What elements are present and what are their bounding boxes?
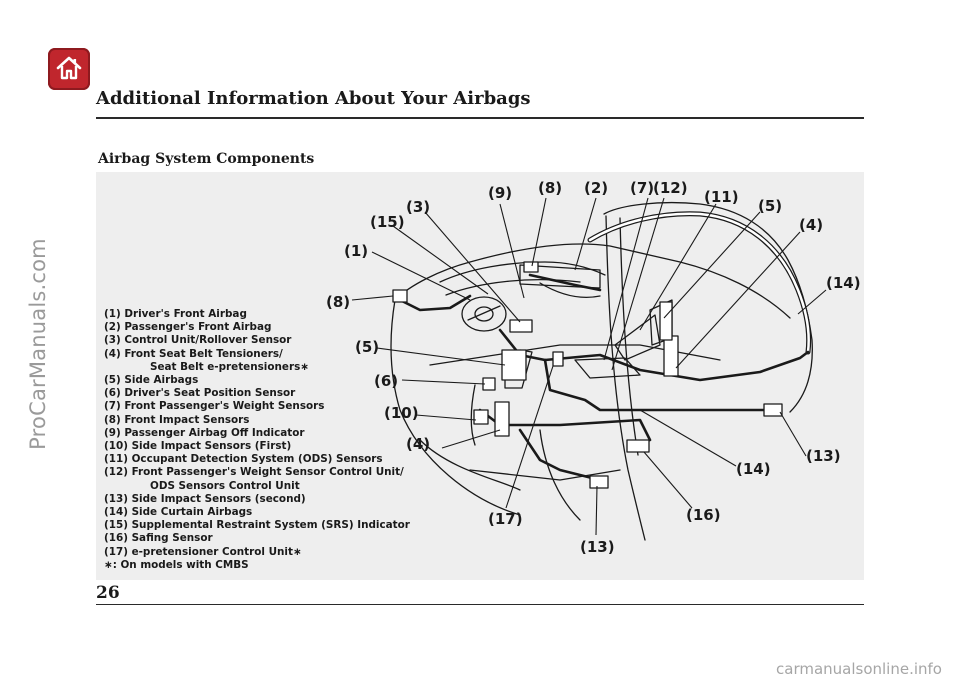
legend-item-5: (5) Side Airbags — [104, 374, 199, 387]
legend-item-14: (14) Side Curtain Airbags — [104, 506, 253, 519]
home-icon — [56, 56, 82, 80]
watermark-side: ProCarManuals.com — [26, 238, 50, 450]
legend-item-10: (10) Side Impact Sensors (First) — [104, 440, 292, 453]
legend-item-9: (9) Passenger Airbag Off Indicator — [104, 426, 305, 439]
legend-item-12: (12) Front Passenger's Weight Sensor Con… — [104, 466, 404, 492]
legend-footnote: ∗: On models with CMBS — [104, 558, 249, 571]
legend-item-3: (3) Control Unit/Rollover Sensor — [104, 334, 292, 347]
legend-item-4: (4) Front Seat Belt Tensioners/Seat Belt… — [104, 347, 309, 373]
legend-item-15: (15) Supplemental Restraint System (SRS)… — [104, 519, 410, 532]
legend-item-7: (7) Front Passenger's Weight Sensors — [104, 400, 325, 413]
legend-item-1: (1) Driver's Front Airbag — [104, 308, 247, 320]
component-legend: (1) Driver's Front Airbag (2) Passenger'… — [104, 308, 410, 572]
watermark-bottom: carmanualsonline.info — [776, 660, 942, 678]
legend-item-16: (16) Safing Sensor — [104, 532, 213, 545]
page-number: 26 — [96, 583, 120, 603]
header-rule — [96, 117, 864, 119]
legend-item-13: (13) Side Impact Sensors (second) — [104, 492, 306, 505]
legend-item-8: (8) Front Impact Sensors — [104, 413, 250, 426]
footer-rule — [96, 604, 864, 605]
legend-item-6: (6) Driver's Seat Position Sensor — [104, 387, 296, 400]
legend-item-11: (11) Occupant Detection System (ODS) Sen… — [104, 453, 383, 466]
legend-item-2: (2) Passenger's Front Airbag — [104, 321, 272, 334]
section-heading: Airbag System Components — [98, 151, 315, 167]
legend-item-17: (17) e-pretensioner Control Unit∗ — [104, 545, 302, 558]
home-button[interactable] — [48, 48, 90, 90]
page-title: Additional Information About Your Airbag… — [96, 88, 531, 109]
